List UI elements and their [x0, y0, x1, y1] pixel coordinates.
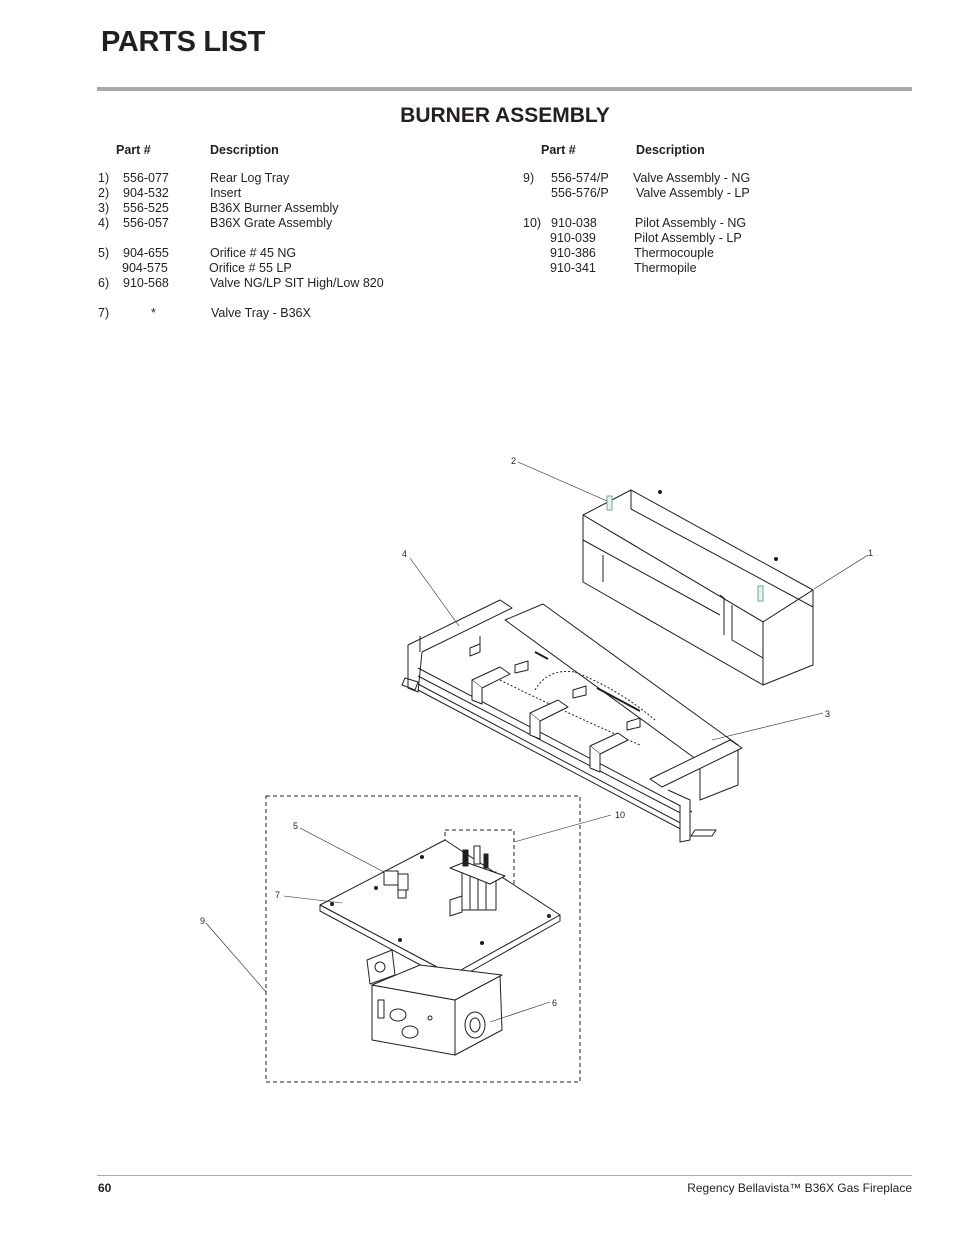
part-number: 910-039 [550, 231, 596, 245]
part-row: 2) 904-532 Insert [0, 186, 480, 201]
pilot-assembly-drawing [449, 845, 506, 917]
title-divider [97, 87, 912, 91]
part-description: Valve NG/LP SIT High/Low 820 [210, 276, 384, 290]
item-number: 3) [98, 201, 110, 215]
part-description: Orifice # 55 LP [209, 261, 292, 275]
item-number: 5) [98, 246, 110, 260]
part-row: 9) 556-574/P Valve Assembly - NG [480, 171, 910, 186]
part-row: 5) 904-655 Orifice # 45 NG [0, 246, 480, 261]
item-number: 10) [523, 216, 542, 230]
part-row: 910-341 Thermopile [480, 261, 910, 276]
part-number: 556-574/P [551, 171, 609, 185]
part-number: 910-568 [123, 276, 169, 290]
callout-5: 5 [293, 821, 298, 831]
left-description-header: Description [210, 143, 279, 157]
part-description: Rear Log Tray [210, 171, 290, 185]
part-description: B36X Grate Assembly [210, 216, 333, 230]
footer-title: Regency Bellavista™ B36X Gas Fireplace [687, 1181, 912, 1195]
callout-9: 9 [200, 916, 205, 926]
page-number: 60 [98, 1181, 112, 1195]
part-number: 910-386 [550, 246, 596, 260]
grate-assembly-drawing [401, 599, 743, 843]
right-description-header: Description [636, 143, 705, 157]
orifice-drawing [383, 870, 409, 899]
item-number: 1) [98, 171, 110, 185]
valve-assembly-outline [265, 795, 581, 1083]
item-number: 4) [98, 216, 110, 230]
burner-tray-drawing [469, 603, 739, 801]
part-number: 904-655 [123, 246, 169, 260]
valve-tray-drawing [319, 839, 561, 983]
part-row: 910-386 Thermocouple [480, 246, 910, 261]
part-description: Insert [210, 186, 242, 200]
part-description: Thermocouple [634, 246, 714, 260]
gas-valve-drawing [366, 949, 503, 1056]
part-row: 904-575 Orifice # 55 LP [0, 261, 480, 276]
part-number: 556-525 [123, 201, 169, 215]
part-row: 910-039 Pilot Assembly - LP [480, 231, 910, 246]
part-number: 904-532 [123, 186, 169, 200]
part-row: 10) 910-038 Pilot Assembly - NG [480, 216, 910, 231]
left-part-header: Part # [116, 143, 151, 157]
part-description: Orifice # 45 NG [210, 246, 297, 260]
callout-2: 2 [511, 456, 516, 466]
item-number: 2) [98, 186, 110, 200]
part-description: Pilot Assembly - LP [634, 231, 742, 245]
part-row: 556-576/P Valve Assembly - LP [480, 186, 910, 201]
part-description: Valve Tray - B36X [211, 306, 311, 320]
callout-10: 10 [615, 810, 625, 820]
part-description: Thermopile [634, 261, 697, 275]
part-number: 556-077 [123, 171, 169, 185]
callout-4: 4 [402, 549, 407, 559]
part-number: 910-038 [551, 216, 597, 230]
part-description: B36X Burner Assembly [210, 201, 339, 215]
part-row: 3) 556-525 B36X Burner Assembly [0, 201, 480, 216]
part-description: Pilot Assembly - NG [635, 216, 747, 230]
callout-6: 6 [552, 998, 557, 1008]
callout-7: 7 [275, 890, 280, 900]
rear-log-tray-drawing [582, 489, 814, 686]
part-description: Valve Assembly - NG [633, 171, 751, 185]
leader-lines [205, 461, 869, 1023]
callout-3: 3 [825, 709, 830, 719]
part-number: 556-057 [123, 216, 169, 230]
item-number: 9) [523, 171, 535, 185]
part-number: * [151, 306, 156, 320]
item-number: 7) [98, 306, 110, 320]
part-row: 6) 910-568 Valve NG/LP SIT High/Low 820 [0, 276, 480, 291]
footer-divider [97, 1175, 912, 1176]
part-row: 4) 556-057 B36X Grate Assembly [0, 216, 480, 231]
item-number: 6) [98, 276, 110, 290]
callout-1: 1 [868, 548, 873, 558]
part-description: Valve Assembly - LP [636, 186, 750, 200]
page-title: PARTS LIST [101, 26, 266, 58]
part-row: 7) * Valve Tray - B36X [0, 306, 480, 321]
part-number: 904-575 [122, 261, 168, 275]
part-number: 556-576/P [551, 186, 609, 200]
part-row: 1) 556-077 Rear Log Tray [0, 171, 480, 186]
part-number: 910-341 [550, 261, 596, 275]
right-part-header: Part # [541, 143, 576, 157]
section-title: BURNER ASSEMBLY [400, 104, 610, 127]
